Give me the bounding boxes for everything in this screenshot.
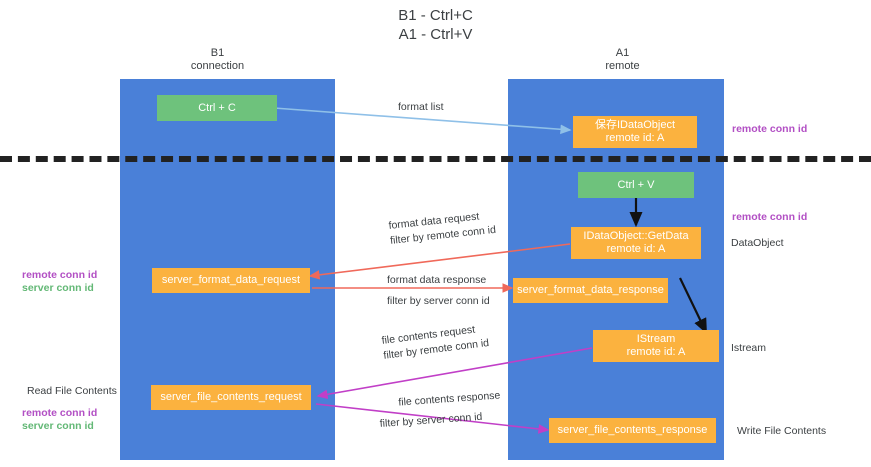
node-server-format-data-request-label: server_format_data_request xyxy=(161,274,301,286)
node-server-file-contents-request[interactable]: server_file_contents_request xyxy=(151,385,311,410)
node-idataobject-getdata[interactable]: IDataObject::GetData remote id: A xyxy=(571,227,701,259)
node-istream[interactable]: IStream remote id: A xyxy=(593,330,719,362)
edge-label-format-data-request: format data request filter by remote con… xyxy=(388,209,497,248)
node-istream-line1: IStream xyxy=(636,333,676,345)
column-header-b1: B1 connection xyxy=(150,47,285,73)
column-header-a1: A1 remote xyxy=(555,47,690,73)
annotation-left-remote-conn-id-1: remote conn id xyxy=(22,269,98,281)
filter-prefix: filter by xyxy=(379,415,417,430)
filter-key-server-conn-id: server conn id xyxy=(416,410,483,428)
node-server-format-data-response[interactable]: server_format_data_response xyxy=(513,278,668,303)
annotation-left-server-conn-id-2: server conn id xyxy=(22,420,94,432)
annotation-left-server-conn-id-1: server conn id xyxy=(22,282,94,294)
edge-label-file-contents-request: file contents request filter by remote c… xyxy=(381,322,490,363)
node-save-dataobject[interactable]: 保存IDataObject remote id: A xyxy=(573,116,697,148)
node-server-file-contents-request-label: server_file_contents_request xyxy=(160,391,302,403)
node-getdata-line1: IDataObject::GetData xyxy=(583,230,689,242)
filter-key-server-conn-id: server conn id xyxy=(423,295,490,307)
node-getdata-line2: remote id: A xyxy=(606,243,666,255)
node-server-file-contents-response-label: server_file_contents_response xyxy=(557,424,708,436)
column-header-a1-role: remote xyxy=(605,60,640,72)
annotation-dataobject: DataObject xyxy=(731,237,784,249)
node-ctrl-v[interactable]: Ctrl + V xyxy=(578,172,694,198)
column-header-b1-name: B1 xyxy=(210,47,225,59)
node-ctrl-c[interactable]: Ctrl + C xyxy=(157,95,277,121)
node-save-dataobject-line2: remote id: A xyxy=(605,132,665,144)
node-server-file-contents-response[interactable]: server_file_contents_response xyxy=(549,418,716,443)
column-header-a1-name: A1 xyxy=(615,47,630,59)
node-save-dataobject-line1: 保存IDataObject xyxy=(594,119,676,131)
annotation-remote-conn-id-top: remote conn id xyxy=(732,123,808,135)
edge-label-file-contents-response-filter: filter by server conn id xyxy=(379,409,502,430)
annotation-remote-conn-id-mid: remote conn id xyxy=(732,211,808,223)
node-ctrl-v-label: Ctrl + V xyxy=(617,178,655,191)
node-ctrl-c-label: Ctrl + C xyxy=(198,101,236,114)
annotation-left-remote-conn-id-2: remote conn id xyxy=(22,407,98,419)
edge-label-format-list: format list xyxy=(398,101,444,113)
filter-prefix: filter by xyxy=(389,231,428,247)
edge-label-format-data-response: format data response filter by server co… xyxy=(387,274,490,308)
annotation-istream: Istream xyxy=(731,342,767,354)
node-server-format-data-request[interactable]: server_format_data_request xyxy=(152,268,310,293)
edge-label-file-contents-response: file contents response filter by server … xyxy=(378,389,502,430)
filter-prefix: filter by xyxy=(382,345,421,362)
edge-label-format-data-response-main: format data response xyxy=(387,274,487,286)
title-line-1: B1 - Ctrl+C xyxy=(398,7,473,24)
section-divider xyxy=(0,156,871,162)
node-istream-line2: remote id: A xyxy=(626,346,686,358)
column-header-b1-role: connection xyxy=(190,60,245,72)
page-title: B1 - Ctrl+C A1 - Ctrl+V xyxy=(0,6,871,44)
edge-label-format-data-response-filter: filter by server conn id xyxy=(387,295,490,308)
annotation-read-file-contents: Read File Contents xyxy=(27,385,117,397)
filter-prefix: filter by xyxy=(387,295,424,307)
annotation-write-file-contents: Write File Contents xyxy=(737,425,827,437)
node-server-format-data-response-label: server_format_data_response xyxy=(517,284,664,296)
edge-label-file-contents-response-main: file contents response xyxy=(397,389,501,409)
title-line-2: A1 - Ctrl+V xyxy=(398,26,473,43)
